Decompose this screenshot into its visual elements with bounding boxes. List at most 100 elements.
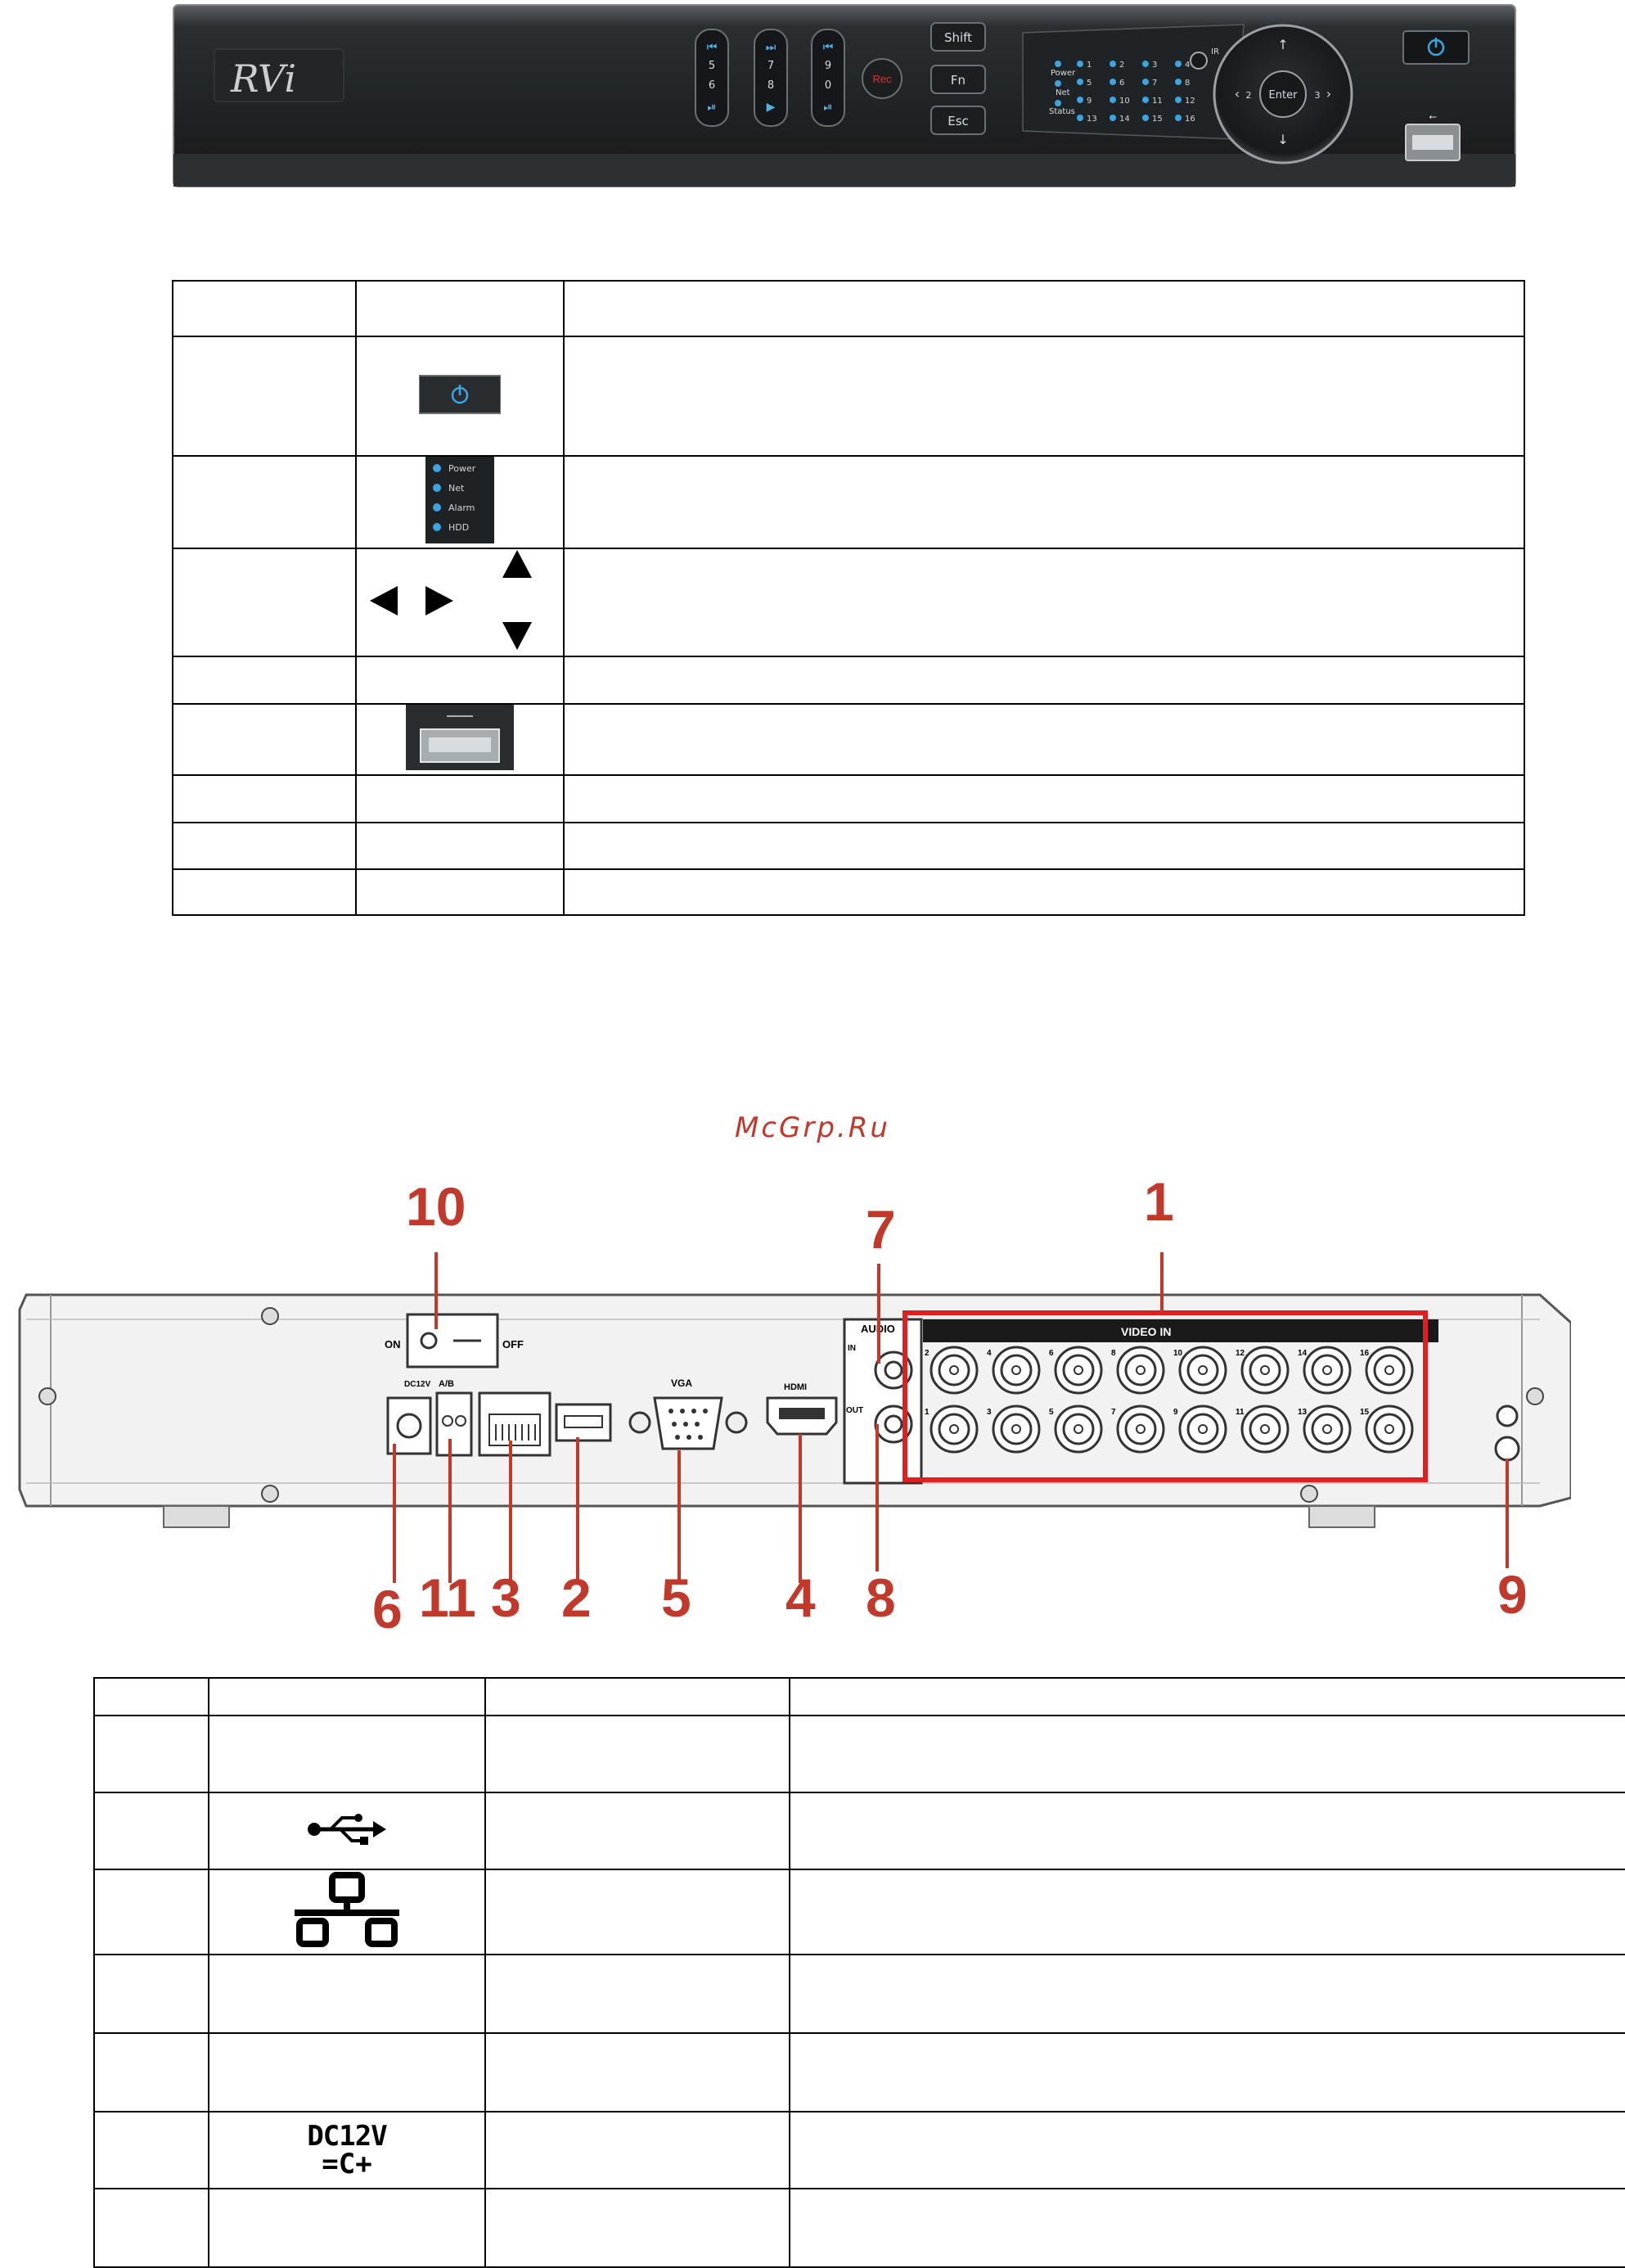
table-row [172, 280, 1525, 337]
channel-led-label: 3 [1152, 61, 1157, 70]
svg-text:Net: Net [1056, 88, 1070, 97]
channel-led [1110, 115, 1116, 121]
channel-led [1077, 97, 1083, 103]
bnc-channel-label: 16 [1360, 1349, 1370, 1358]
enter-button-label: Enter [1269, 89, 1299, 101]
vga-port [653, 1396, 723, 1450]
callout-11: 11 [419, 1567, 476, 1628]
channel-led-label: 13 [1087, 115, 1097, 124]
channel-led [1175, 115, 1182, 121]
channel-led-label: 12 [1185, 97, 1195, 106]
callout-8: 8 [866, 1567, 896, 1628]
esc-button-label: Esc [948, 114, 969, 129]
channel-led-label: 1 [1087, 61, 1092, 70]
svg-text:Power: Power [1051, 69, 1076, 78]
bnc-channel-label: 3 [987, 1408, 992, 1417]
rs485-port [435, 1391, 473, 1457]
channel-led-label: 11 [1152, 97, 1163, 106]
channel-led [1077, 115, 1083, 121]
svg-text:⏮: ⏮ [823, 40, 834, 53]
svg-text:VIDEO IN: VIDEO IN [1121, 1325, 1171, 1338]
network-icon [295, 1871, 399, 1947]
callout-6: 6 [372, 1579, 403, 1639]
table-row [93, 1715, 1625, 1793]
bnc-channel-label: 11 [1236, 1408, 1245, 1417]
svg-text:OFF: OFF [502, 1338, 524, 1350]
bnc-channel-label: 13 [1298, 1408, 1308, 1417]
svg-text:›: › [1326, 86, 1331, 101]
svg-text:▶: ▶ [767, 100, 776, 113]
channel-led [1175, 97, 1182, 103]
bnc-channel-label: 6 [1049, 1349, 1054, 1358]
rec-button [862, 58, 903, 99]
svg-text:5: 5 [709, 60, 715, 72]
bnc-channel-label: 2 [925, 1349, 930, 1358]
usb-port-icon [406, 705, 514, 770]
table-row [93, 1869, 1625, 1955]
channel-led [1110, 61, 1116, 67]
channel-led [1175, 61, 1182, 67]
bnc-channel-label: 4 [987, 1349, 992, 1358]
usb-icon [308, 1813, 386, 1845]
status-indicators: Power Net Status [1049, 61, 1076, 116]
table-row [172, 548, 1525, 657]
channel-led-label: 14 [1119, 115, 1130, 124]
channel-led [1110, 97, 1116, 103]
fn-button-label: Fn [951, 73, 966, 88]
number-buttons: 5 6 7 8 9 0 ⏮ ⏯ ⏭ ▶ ⏮ ⏯ [695, 29, 845, 127]
svg-text:Alarm: Alarm [448, 503, 475, 513]
front-panel-table: Power Net Alarm HDD [172, 280, 1525, 916]
rear-panel-table: DC12V =C+ [93, 1677, 1625, 2268]
channel-led-label: 15 [1152, 115, 1163, 124]
status-led-icon: Power Net Alarm HDD [425, 457, 494, 543]
bnc-channel-label: 10 [1173, 1349, 1183, 1358]
bnc-channel-label: 1 [925, 1408, 930, 1417]
bnc-channel-label: 12 [1236, 1349, 1245, 1358]
channel-led-label: 9 [1087, 97, 1092, 106]
power-icon [418, 374, 502, 414]
svg-text:IN: IN [848, 1344, 856, 1353]
channel-led [1142, 61, 1149, 67]
callout-10: 10 [406, 1176, 466, 1237]
channel-led-label: 6 [1119, 79, 1124, 88]
table-row [93, 1954, 1625, 2034]
channel-led [1142, 115, 1149, 121]
svg-text:Rec: Rec [872, 73, 892, 85]
channel-led-label: 8 [1185, 79, 1190, 88]
svg-text:HDMI: HDMI [784, 1382, 807, 1392]
callout-4: 4 [785, 1567, 816, 1628]
table-row [172, 336, 1525, 457]
bnc-channel-label: 5 [1049, 1408, 1054, 1417]
svg-text:ON: ON [385, 1338, 401, 1350]
channel-led-label: 7 [1152, 79, 1157, 88]
callout-9: 9 [1497, 1564, 1528, 1625]
channel-led-label: 4 [1185, 61, 1190, 70]
bnc-channel-label: 8 [1111, 1349, 1116, 1358]
svg-text:0: 0 [825, 79, 831, 92]
channel-led-label: 2 [1119, 61, 1124, 70]
channel-led [1077, 79, 1083, 85]
channel-led [1142, 97, 1149, 103]
callout-1: 1 [1144, 1171, 1174, 1232]
table-row [172, 774, 1525, 823]
svg-text:VGA: VGA [671, 1377, 692, 1389]
callout-3: 3 [491, 1567, 521, 1628]
table-row [93, 2032, 1625, 2112]
table-row: DC12V =C+ [93, 2111, 1625, 2189]
channel-led [1142, 79, 1149, 85]
watermark-text: McGrp.Ru [735, 1111, 890, 1144]
channel-led-label: 10 [1119, 97, 1130, 106]
svg-text:↓: ↓ [1277, 132, 1288, 147]
svg-text:⏮: ⏮ [707, 40, 718, 53]
svg-text:Status: Status [1049, 107, 1075, 116]
table-row [172, 822, 1525, 870]
front-panel-image: RVi 5 6 7 8 9 0 ⏮ ⏯ ⏭ ▶ ⏮ ⏯ Rec Shift Fn… [173, 4, 1516, 187]
svg-text:2: 2 [1246, 90, 1252, 101]
svg-text:OUT: OUT [846, 1406, 863, 1415]
svg-text:9: 9 [825, 60, 831, 72]
direction-arrows-icon [370, 549, 532, 650]
table-row [172, 868, 1525, 916]
svg-text:Power: Power [448, 463, 476, 474]
